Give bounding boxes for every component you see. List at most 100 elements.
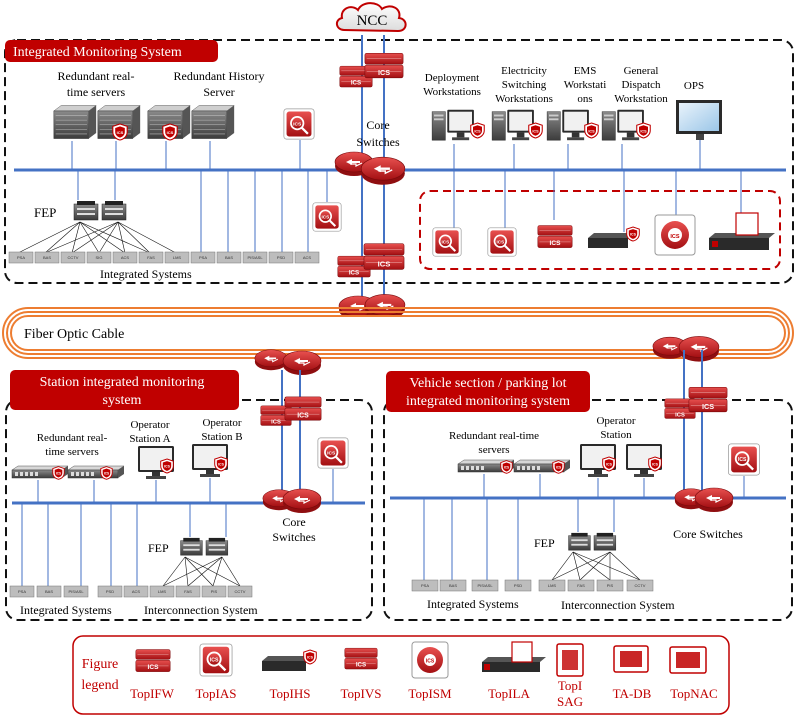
subsystem-box: CCTV [227,585,253,598]
subsystem-box: PIS [201,585,227,598]
station-fep-device [179,537,229,556]
subsystem-box: CCTV [626,579,654,592]
vehicle-fep-device [567,532,617,551]
vehicle-op-1: Operator [596,415,635,427]
subsystem-label: PIS [211,589,218,594]
subsystem-label: LMS [548,583,557,588]
legend-label-topnac: TopNAC [670,686,717,701]
subsystem-label: PSD [514,583,522,588]
vehicle-ias-device [727,443,761,476]
ws-ems-3: ons [577,93,592,105]
top-rt-label-2: time servers [67,85,126,99]
top-fep-device [73,200,127,221]
station-subsystem-drops [21,503,138,586]
subsystem-label: FAS [577,583,585,588]
ws-ems-1: EMS [574,65,597,77]
subsystem-box: BAS [216,251,242,264]
legend-label-topila: TopILA [488,686,530,701]
subsystem-label: BAS [45,589,53,594]
legend-icon-topila [482,641,546,672]
legend-label-topias: TopIAS [196,686,237,701]
subsystem-label: PSA [17,255,25,260]
top-core-switch-2 [360,156,406,186]
legend-title-1: Figure [82,657,119,672]
legend-icon-topihs [262,649,317,671]
subsystem-label: ACS [303,255,312,260]
subsystem-label: PIS/ASL [68,589,84,594]
sec-device-ila [709,212,775,250]
station-core-label-1: Core [282,515,305,529]
subsystem-box: PIS [596,579,624,592]
subsystem-label: ACS [132,589,141,594]
subsystem-label: PIS/ASL [477,583,493,588]
subsystem-label: BAS [43,255,51,260]
legend-title-2: legend [81,678,118,693]
subsystem-box: FAS [138,251,164,264]
station-firewall-2 [284,396,322,421]
top-rt-label-1: Redundant real- [58,69,135,83]
vehicle-interconnection-label: Interconnection System [561,598,675,612]
subsystem-label: SIG [96,255,103,260]
station-rt-label-2: time servers [45,446,98,458]
subsystem-label: PIS [607,583,614,588]
sec-device-ihs [588,226,640,248]
subsystem-box: SIG [86,251,112,264]
subsystem-box: CCTV [60,251,86,264]
station-rt-label-1: Redundant real- [37,432,108,444]
ws-elec-2: Switching [502,79,547,91]
station-fep-links [162,556,241,587]
station-core-label-2: Switches [272,530,316,544]
station-opa-2: Station A [129,433,170,445]
subsystem-label: ACS [121,255,130,260]
top-panel-border [4,39,794,284]
ncc-cloud: NCC [336,2,407,33]
vehicle-fep-label: FEP [534,536,555,550]
subsystem-box: ACS [112,251,138,264]
subsystem-label: FAS [147,255,155,260]
top-nac-device [312,202,342,232]
vehicle-core-switch-2 [694,487,734,513]
subsystem-box: PSD [97,585,123,598]
subsystem-box: PIS/ASL [242,251,268,264]
station-operator-monitors [138,444,228,503]
station-servers [11,465,125,503]
subsystem-label: BAS [449,583,457,588]
subsystem-label: PSD [106,589,114,594]
subsystem-label: CCTV [635,583,646,588]
vehicle-servers [457,459,571,498]
legend-icon-topivs [344,647,378,670]
legend-label-topism: TopISM [408,686,452,701]
subsystem-box: ACS [294,251,320,264]
station-opb-2: Station B [201,431,242,443]
ws-ops: OPS [684,80,704,92]
legend-icon-topifw [135,649,171,673]
top-fep-label: FEP [34,205,56,220]
vehicle-trunks [683,350,703,498]
subsystem-box: PSA [190,251,216,264]
subsystem-box: ACS [123,585,149,598]
vehicle-rt-label-2: servers [478,444,509,456]
ws-elec-1: Electricity [501,65,547,77]
station-ias-device [316,437,350,469]
station-fep-label: FEP [148,541,169,555]
station-trunks [281,370,301,500]
workstation-labels: Deployment Workstations Electricity Swit… [423,65,704,105]
subsystem-box: PSA [8,251,34,264]
legend-label-topivs: TopIVS [341,686,382,701]
subsystem-box: BAS [34,251,60,264]
vehicle-fep-links [551,551,641,581]
legend-icon-tadb [613,645,649,673]
subsystem-box: PSD [504,579,532,592]
station-opb-1: Operator [202,417,241,429]
vehicle-subsystem-drops [423,498,519,580]
legend-label-topisag-1: TopI [558,678,582,693]
sec-device-ism: ICS [654,214,696,256]
station-title-2: system [103,393,142,408]
vehicle-firewall-2 [688,386,728,413]
legend-label-tadb: TA-DB [613,686,652,701]
subsystem-label: PSA [18,589,26,594]
